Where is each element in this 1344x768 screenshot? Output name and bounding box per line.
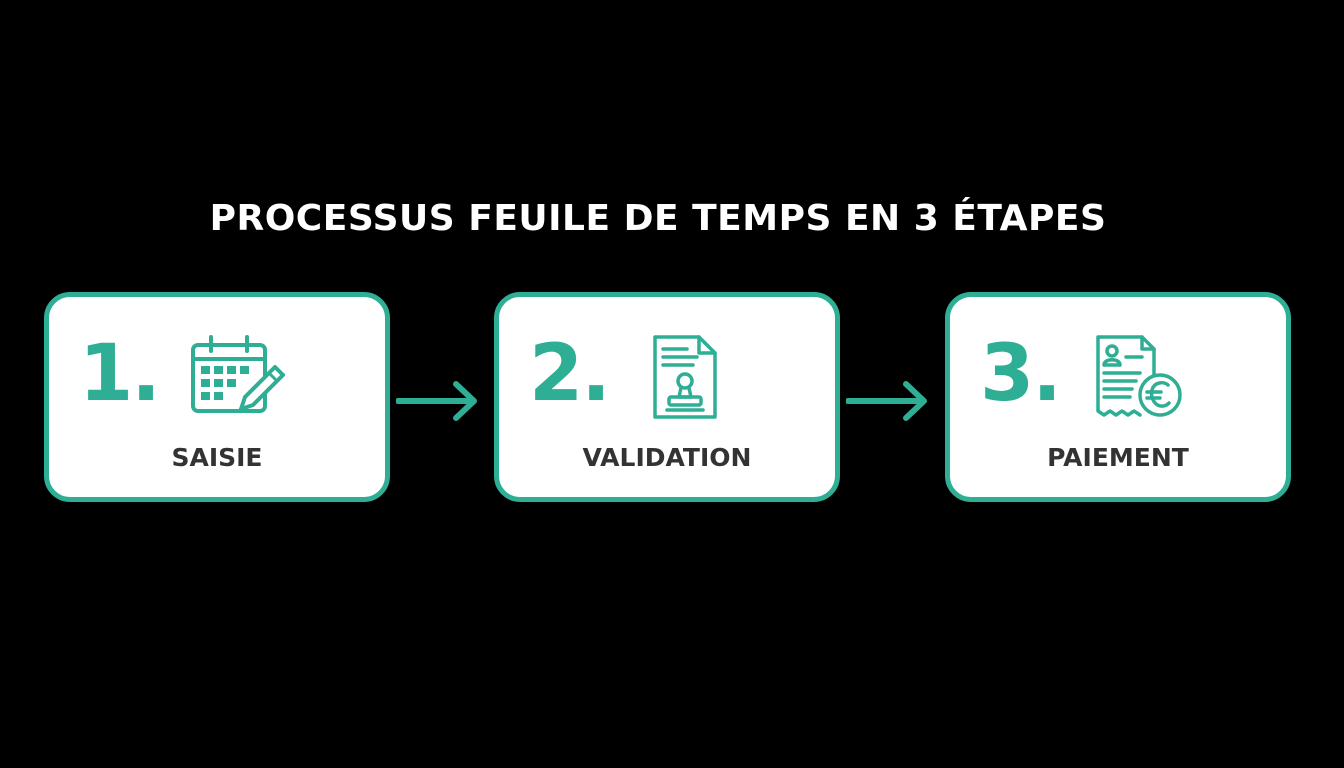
- step-number: 1.: [79, 329, 161, 419]
- step-label: VALIDATION: [582, 443, 752, 472]
- step-label: SAISIE: [171, 443, 263, 472]
- step-number: 2.: [529, 329, 611, 419]
- step-card-validation: 2. VALIDATION: [494, 292, 840, 502]
- step-label: PAIEMENT: [1047, 443, 1189, 472]
- step-number: 3.: [980, 329, 1062, 419]
- calendar-edit-icon: [191, 335, 285, 413]
- arrow-right-icon: [846, 381, 927, 421]
- diagram-title: PROCESSUS FEUILE DE TEMPS EN 3 ÉTAPES: [209, 198, 1107, 239]
- arrow-right-icon: [396, 381, 477, 421]
- stamped-document-icon: [653, 335, 717, 419]
- step-card-saisie: 1. SAISIE: [44, 292, 390, 502]
- step-card-paiement: 3. PAIEMENT: [945, 292, 1291, 502]
- invoice-euro-icon: [1096, 335, 1182, 417]
